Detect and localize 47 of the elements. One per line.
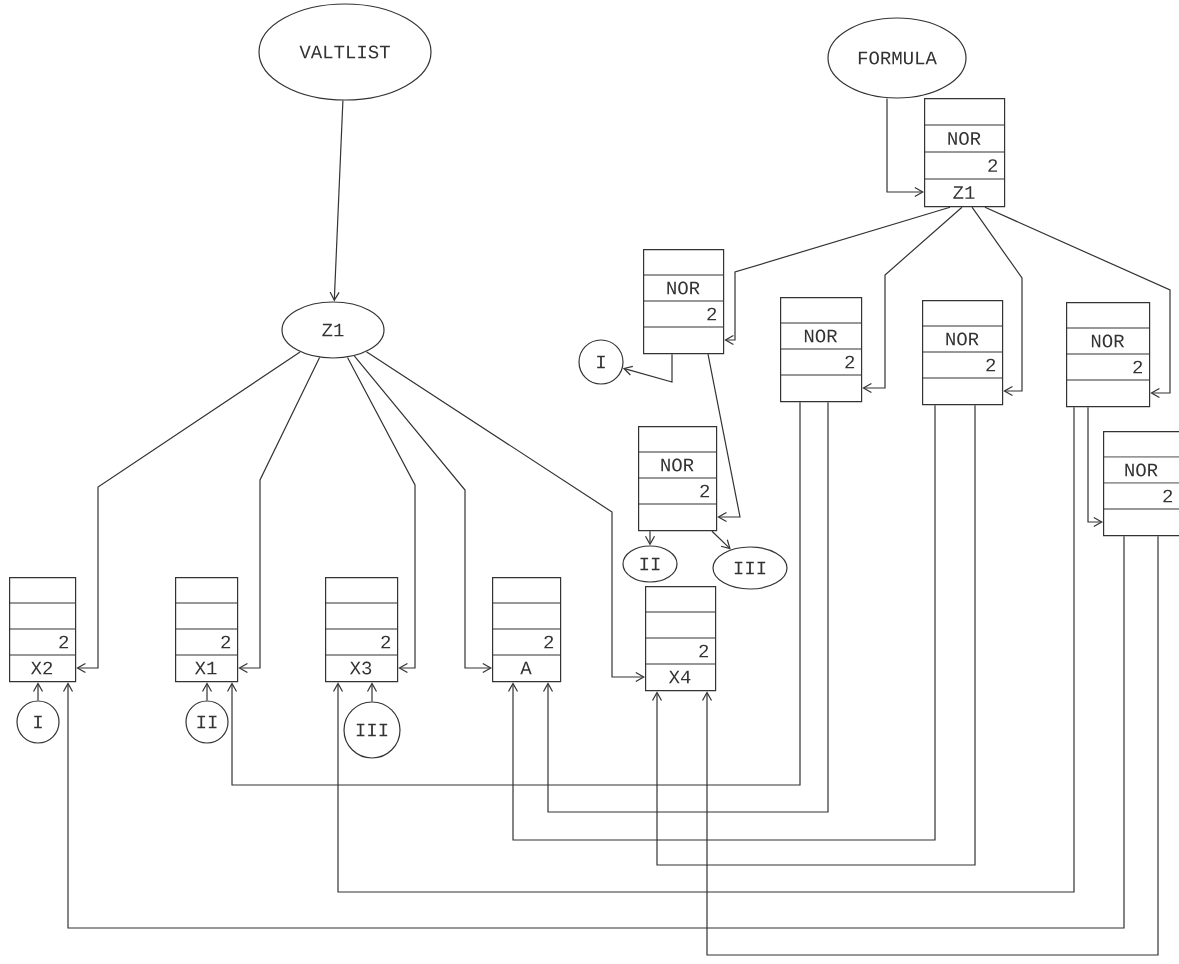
arrow xyxy=(724,206,951,346)
record-box: NOR 2 xyxy=(1102,431,1179,537)
arrow xyxy=(332,406,1075,893)
arrow xyxy=(329,100,344,302)
record-box: 2 X4 xyxy=(644,586,717,692)
record-box: 2 X2 xyxy=(8,577,77,683)
arrow xyxy=(353,355,492,674)
circle-node: I xyxy=(16,700,60,744)
arrow xyxy=(711,530,731,550)
record-box: NOR 2 xyxy=(779,297,863,403)
circle-node: II xyxy=(185,700,229,744)
arrow xyxy=(707,353,741,523)
record-box: NOR 2 Z1 xyxy=(923,98,1006,208)
record-box: 2 A xyxy=(491,577,562,683)
circle-node: III xyxy=(343,701,401,759)
oval-node: III xyxy=(712,546,788,590)
arrow xyxy=(507,404,936,841)
arrow xyxy=(971,206,1023,397)
arrow xyxy=(622,353,673,383)
arrow xyxy=(644,530,656,546)
arrow xyxy=(238,357,321,674)
record-box: NOR 2 xyxy=(1065,302,1151,408)
arrow xyxy=(32,682,44,701)
record-box: NOR 2 xyxy=(637,426,718,532)
oval-node: II xyxy=(622,545,678,583)
arrow xyxy=(366,682,378,702)
oval-node: FORMULA xyxy=(827,17,967,99)
oval-node: Z1 xyxy=(281,301,385,359)
arrow xyxy=(76,351,301,674)
record-box: NOR 2 xyxy=(921,300,1004,406)
arrow xyxy=(542,401,829,813)
arrow xyxy=(346,356,416,674)
circle-node: I xyxy=(578,339,624,385)
arrow xyxy=(886,98,924,198)
arrow xyxy=(1087,406,1103,528)
arrow xyxy=(701,535,1159,956)
oval-node: VALTLIST xyxy=(258,3,432,101)
record-box: 2 X1 xyxy=(174,577,239,683)
record-box: 2 X3 xyxy=(324,577,399,683)
arrow xyxy=(365,351,645,683)
arrow xyxy=(984,206,1171,399)
arrow xyxy=(62,535,1125,929)
arrow xyxy=(651,404,976,866)
arrow xyxy=(201,682,213,701)
arrow xyxy=(862,206,963,394)
arrow xyxy=(226,401,801,786)
record-box: NOR 2 xyxy=(642,249,725,355)
